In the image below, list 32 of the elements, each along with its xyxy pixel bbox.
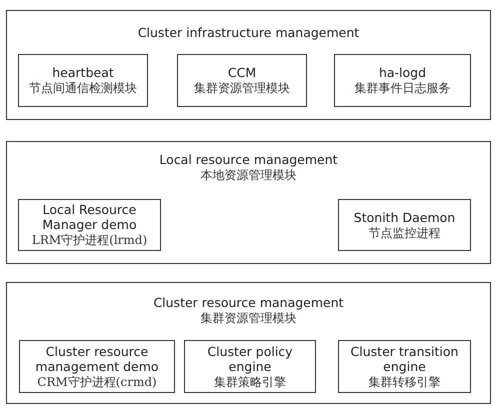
module-box (19, 340, 175, 393)
module-label: Cluster resource management demo (34, 344, 160, 374)
chinese-label: 集群转移引擎 (368, 374, 440, 390)
module-box (334, 54, 471, 107)
group-panel (6, 141, 491, 264)
module-label: Local Resource Manager demo (41, 202, 138, 232)
module-label: Cluster policy engine (206, 344, 294, 374)
chinese-label: CRM守护进程(crmd) (37, 374, 157, 390)
chinese-label: 节点间通信检测模块 (29, 80, 137, 96)
chinese-label: LRM守护进程(lrmd) (32, 232, 148, 248)
module-box (184, 340, 316, 393)
chinese-label: 集群资源管理模块 (194, 80, 290, 96)
group-panel (6, 10, 491, 120)
module-label: heartbeat (52, 65, 114, 80)
group-title: Cluster resource management (152, 295, 345, 310)
module-label: ha-logd (378, 65, 426, 80)
module-label: Cluster transition engine (350, 344, 460, 374)
module-box (18, 54, 148, 107)
chinese-label: 集群资源管理模块 (200, 310, 298, 326)
group-panel (6, 282, 491, 404)
chinese-label: 本地资源管理模块 (200, 167, 298, 183)
chinese-label: 节点监控进程 (368, 224, 440, 240)
module-label: CCM (228, 65, 256, 80)
chinese-label: 集群策略引擎 (214, 374, 286, 390)
module-box (18, 199, 161, 251)
module-label: Stonith Daemon (354, 210, 456, 224)
group-title: Cluster infrastructure management (136, 25, 360, 40)
chinese-label: 集群事件日志服务 (354, 80, 450, 96)
module-box (338, 340, 471, 393)
module-box (177, 54, 307, 107)
group-title: Local resource management (158, 152, 339, 167)
module-box (338, 199, 471, 251)
